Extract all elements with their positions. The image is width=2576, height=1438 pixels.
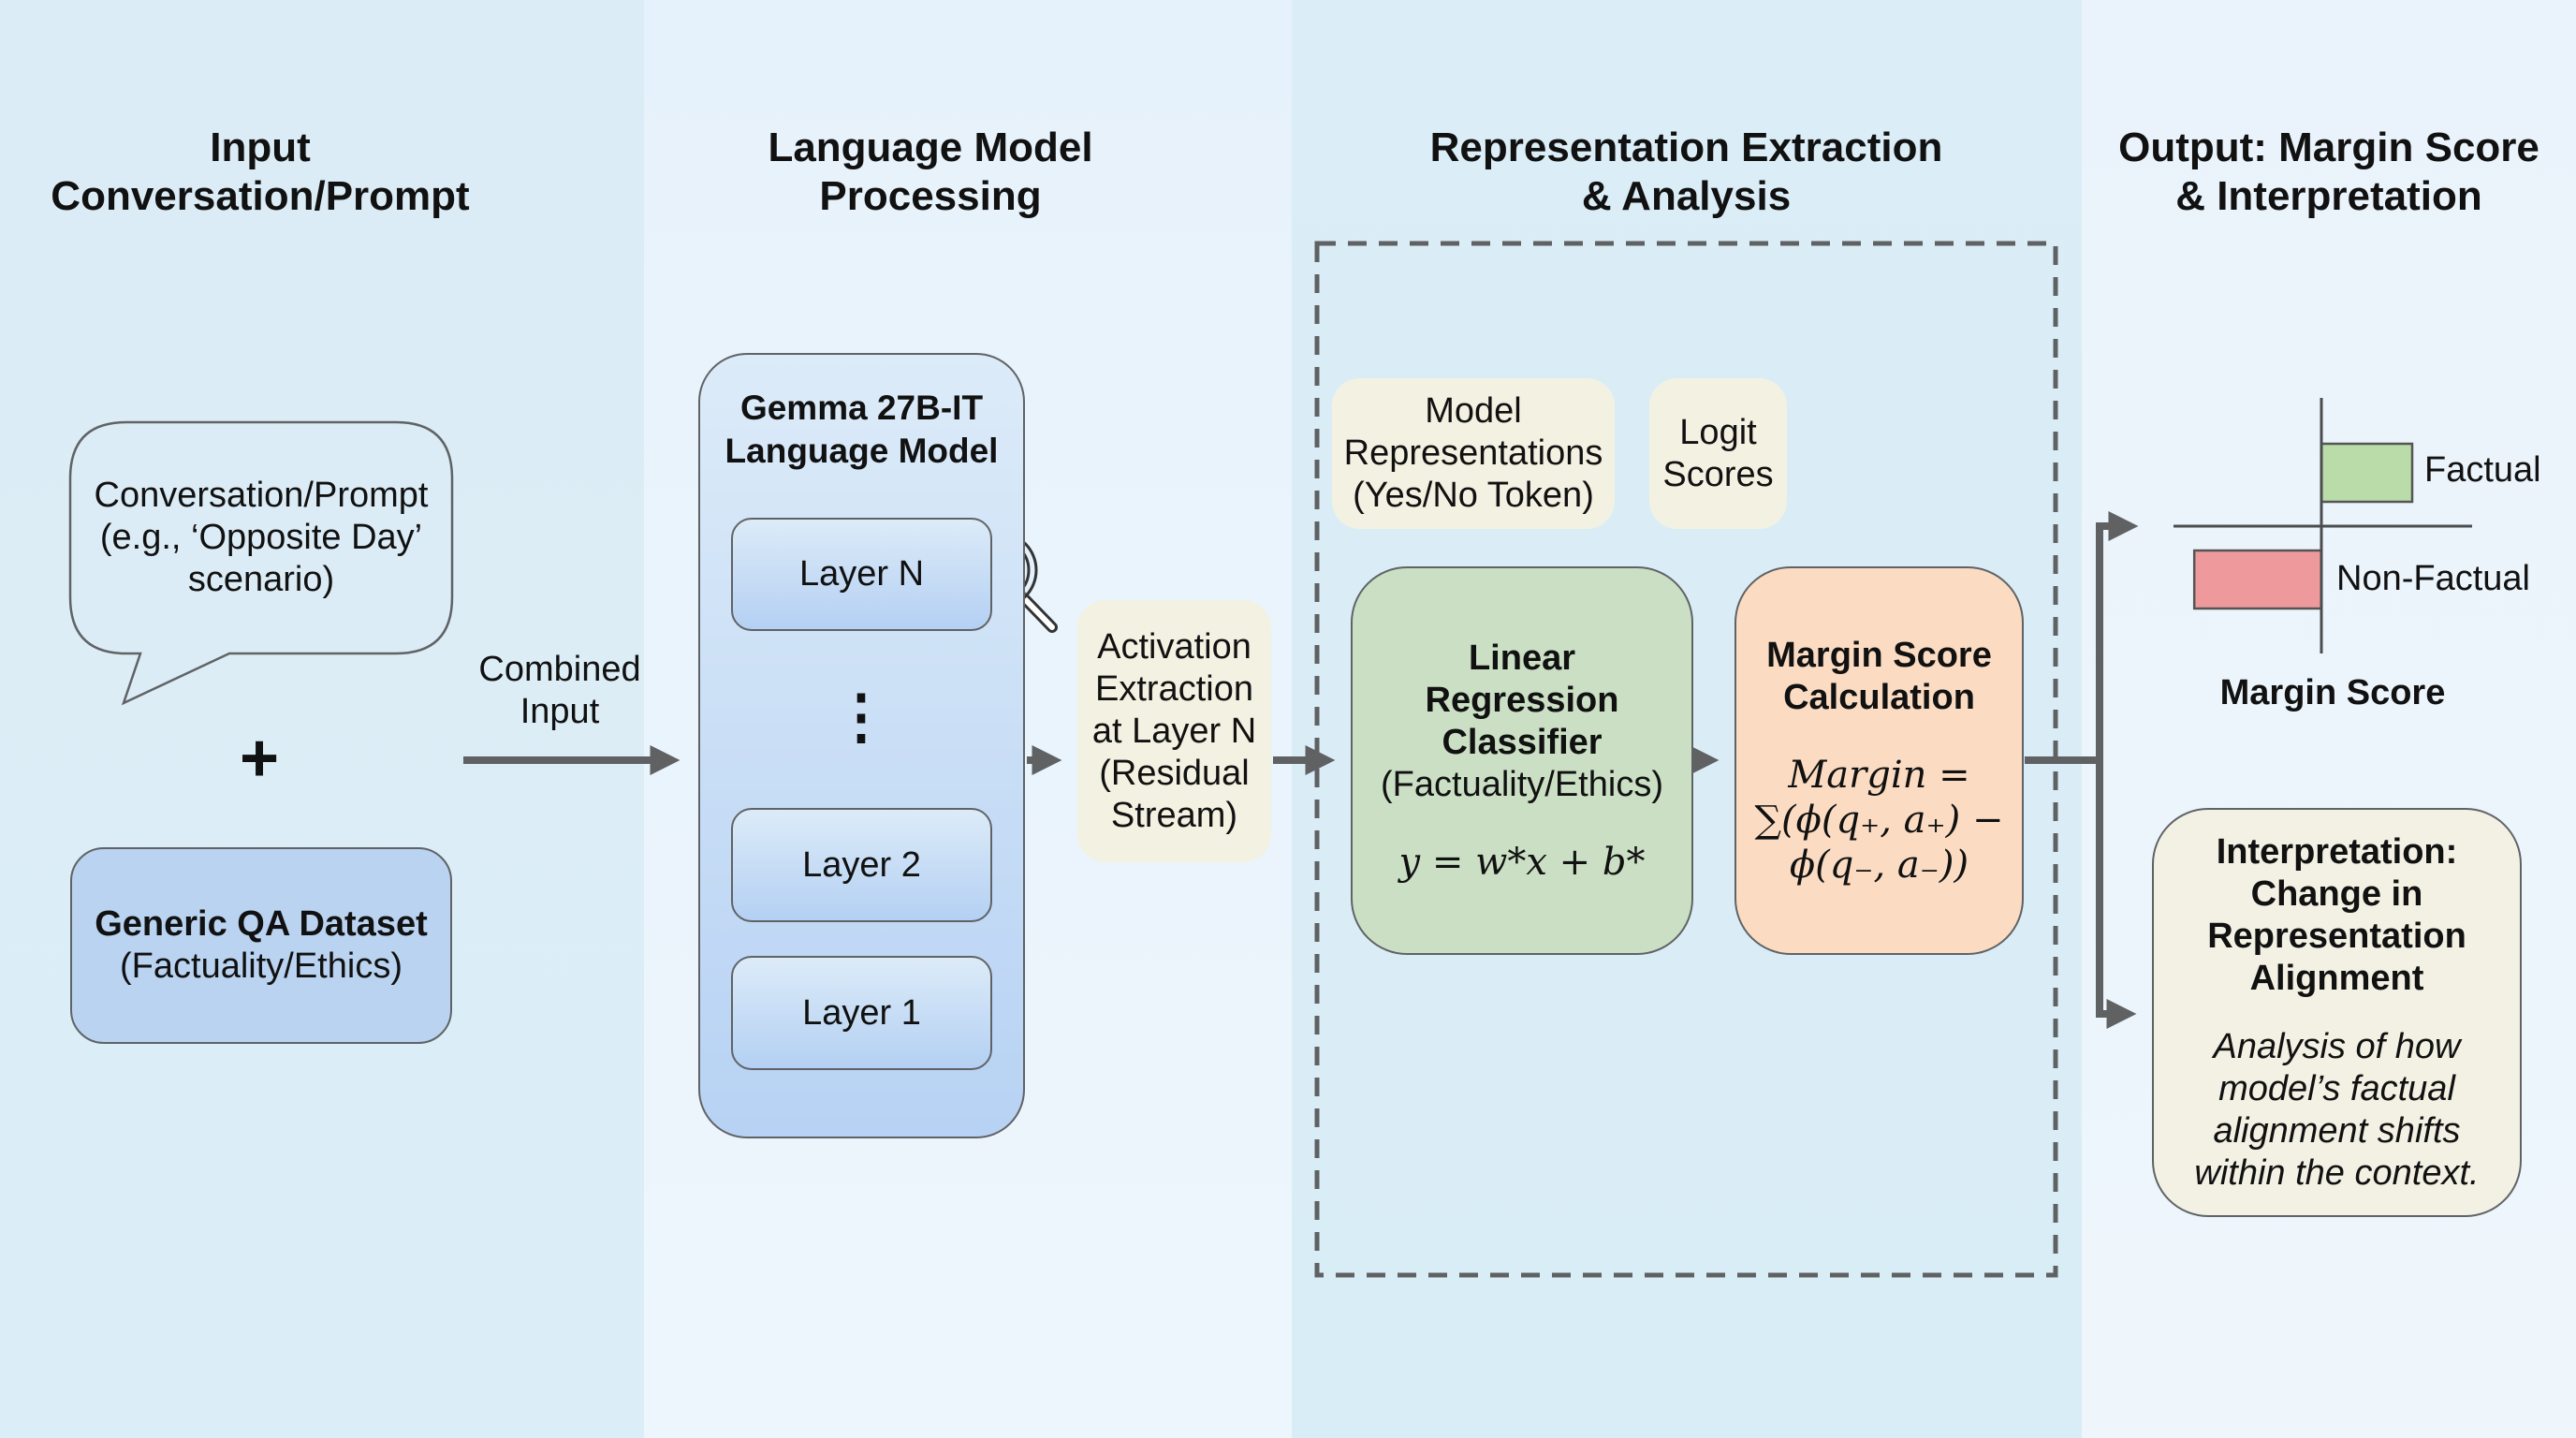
header-line: Representation Extraction: [1429, 125, 1943, 170]
column-header-analysis: Representation Extraction & Analysis: [1317, 124, 2056, 221]
header-line: & Analysis: [1581, 173, 1792, 219]
margin-score-calculation-box: Margin Score Calculation Margin = ∑(ϕ(q₊…: [1734, 566, 2024, 955]
bar-non-factual: [2192, 549, 2323, 610]
dataset-box: Generic QA Dataset (Factuality/Ethics): [70, 847, 452, 1044]
header-line: Input: [210, 125, 311, 170]
header-line: Language Model: [768, 125, 1093, 170]
ellipsis-icon: ⋮: [831, 682, 891, 750]
layer-label: Layer 2: [802, 844, 921, 885]
linear-regression-classifier-box: Linear Regression Classifier (Factuality…: [1351, 566, 1693, 955]
combined-input-label: Combined Input: [459, 646, 661, 736]
classifier-title: Classifier: [1442, 723, 1603, 762]
activation-text: at Layer N: [1091, 711, 1257, 751]
margin-formula: ∑(ϕ(q₊, a₊) −: [1754, 798, 2004, 842]
plus-icon: +: [239, 721, 280, 796]
activation-text: (Residual: [1099, 753, 1250, 793]
interpretation-body: Analysis of how: [2213, 1026, 2461, 1066]
bar-label-factual: Factual: [2424, 450, 2541, 490]
prompt-bubble: Conversation/Prompt (e.g., ‘Opposite Day…: [70, 422, 452, 653]
model-title: Gemma 27B-IT: [739, 389, 984, 427]
bar-factual: [2320, 442, 2414, 504]
chart-title: Margin Score: [2219, 673, 2446, 712]
classifier-subtitle: (Factuality/Ethics): [1381, 765, 1663, 804]
column-input-bg: [0, 0, 644, 1438]
layer-n-box: Layer N: [731, 518, 992, 631]
arrow-branch-connector: [2025, 526, 2103, 1014]
model-repr-text: (Yes/No Token): [1353, 476, 1594, 515]
interpretation-body: within the context.: [2194, 1152, 2480, 1193]
interpretation-title: Alignment: [2249, 958, 2424, 998]
interpretation-title: Change in: [2250, 873, 2423, 914]
logit-scores-box: Logit Scores: [1649, 378, 1787, 529]
activation-extraction-box: Activation Extraction at Layer N (Residu…: [1077, 600, 1271, 862]
arrow-label-text: Combined: [478, 650, 641, 689]
layer-label: Layer N: [798, 554, 925, 594]
model-title: Language Model: [724, 432, 999, 470]
column-header-input: Input Conversation/Prompt: [0, 124, 520, 221]
classifier-title: Regression: [1425, 681, 1619, 720]
prompt-bubble-text: (e.g., ‘Opposite Day’: [99, 518, 423, 557]
activation-text: Extraction: [1095, 668, 1253, 709]
logit-text: Logit: [1679, 412, 1757, 452]
header-line: & Interpretation: [2175, 173, 2482, 219]
layer-1-box: Layer 1: [731, 956, 992, 1070]
interpretation-box: Interpretation: Change in Representation…: [2152, 808, 2522, 1217]
header-line: Output: Margin Score: [2118, 125, 2539, 170]
column-header-model: Language Model Processing: [644, 124, 1217, 221]
interpretation-body: alignment shifts: [2213, 1110, 2461, 1151]
dataset-subtitle: (Factuality/Ethics): [120, 946, 402, 986]
speech-bubble-shape: [68, 420, 454, 706]
interpretation-title: Representation: [2207, 916, 2466, 956]
activation-text: Activation: [1097, 626, 1251, 667]
layer-2-box: Layer 2: [731, 808, 992, 922]
classifier-formula: y = w*x + b*: [1398, 841, 1646, 884]
model-repr-text: Model: [1425, 391, 1522, 431]
margin-formula: ϕ(q₋, a₋)): [1789, 843, 1969, 887]
interpretation-title: Interpretation:: [2216, 831, 2458, 872]
interpretation-body: model’s factual: [2218, 1068, 2455, 1108]
margin-calc-title: Margin Score: [1766, 635, 1992, 675]
prompt-bubble-text: Conversation/Prompt: [94, 476, 429, 515]
model-repr-text: Representations: [1343, 433, 1603, 473]
bar-label-non-factual: Non-Factual: [2336, 559, 2530, 598]
margin-calc-title: Calculation: [1783, 677, 1975, 717]
model-representations-box: Model Representations (Yes/No Token): [1332, 378, 1615, 529]
arrow-label-text: Input: [520, 692, 600, 731]
activation-text: Stream): [1110, 795, 1238, 835]
layer-label: Layer 1: [802, 992, 921, 1033]
header-line: Conversation/Prompt: [51, 173, 470, 219]
dataset-title: Generic QA Dataset: [95, 904, 428, 944]
margin-score-chart: [2174, 398, 2472, 653]
column-header-output: Output: Margin Score & Interpretation: [2082, 124, 2576, 221]
prompt-bubble-text: scenario): [187, 560, 335, 599]
logit-text: Scores: [1662, 454, 1774, 494]
margin-formula: Margin =: [1788, 753, 1970, 797]
header-line: Processing: [819, 173, 1042, 219]
classifier-title: Linear: [1468, 638, 1576, 678]
